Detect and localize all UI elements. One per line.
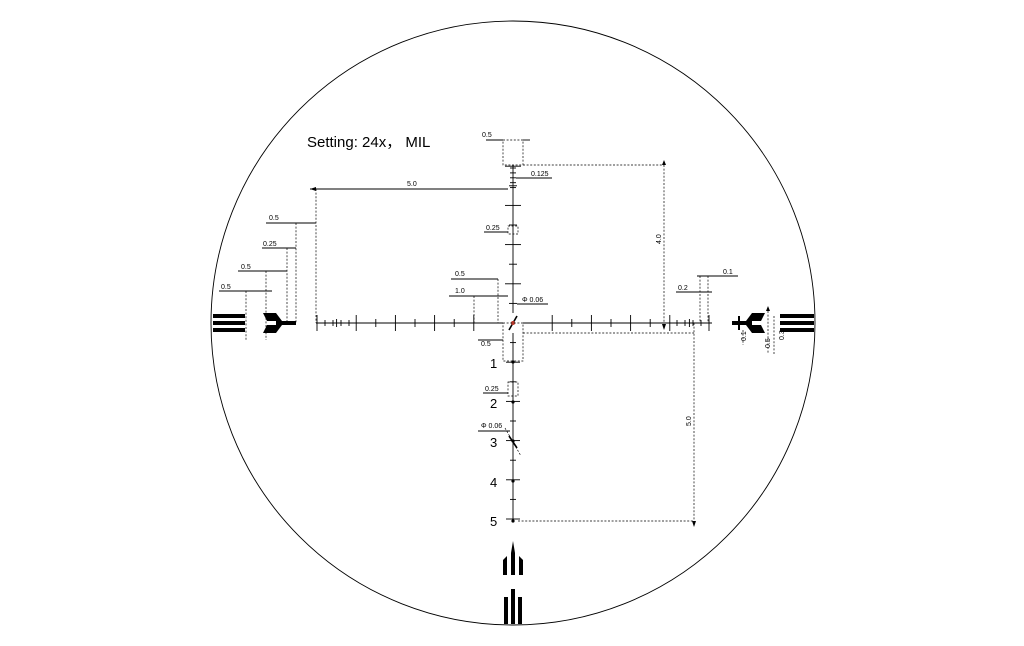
holdover-dot-5 <box>511 519 515 523</box>
holdover-dot-2 <box>511 400 515 404</box>
center-box-label: 0.5 <box>481 341 491 348</box>
holdover-scale: 1 2 3 4 5 <box>490 356 515 529</box>
right-thick-post <box>780 314 814 332</box>
span-4-label: 4.0 <box>656 234 663 244</box>
setting-label: Setting: 24x， MIL <box>307 134 430 151</box>
right-02-label: 0.2 <box>678 285 688 292</box>
span-5-label: 5.0 <box>407 181 417 188</box>
left-05-b-label: 0.5 <box>241 264 251 271</box>
right-chevron-post <box>732 313 765 333</box>
top-box <box>502 139 524 166</box>
holdover-label-1: 1 <box>490 356 497 371</box>
left-chevron-post <box>263 313 296 333</box>
right-01-label: 0.1 <box>723 269 733 276</box>
top-box-label: 0.5 <box>482 132 492 139</box>
field-of-view-circle <box>210 20 816 626</box>
lower-span-label: 5.0 <box>686 416 693 426</box>
holdover-label-4: 4 <box>490 475 497 490</box>
span-4-top-arrow <box>662 160 666 165</box>
holdover-label-5: 5 <box>490 514 497 529</box>
left-025-label: 0.25 <box>263 241 277 248</box>
lower-small-box-label: 0.25 <box>485 386 499 393</box>
lower-dot-diameter-label: Φ 0.06 <box>481 423 502 430</box>
center-dot <box>511 321 515 325</box>
lower-small-box <box>507 381 519 397</box>
holdover-dot-3 <box>511 439 515 443</box>
holdover-label-2: 2 <box>490 396 497 411</box>
mid-05-label: 0.5 <box>455 271 465 278</box>
lower-span-arrow <box>692 521 696 527</box>
upper-small-box-label: 0.25 <box>486 225 500 232</box>
holdover-dot-1 <box>511 360 515 364</box>
bottom-thick-post <box>504 589 522 624</box>
right-post-arrow <box>766 306 770 311</box>
horizontal-ticks <box>316 315 710 331</box>
post-03-label: 0.3 <box>779 330 786 340</box>
dot-diameter-label: Φ 0.06 <box>522 297 543 304</box>
bottom-arrow-post <box>503 541 523 575</box>
span-5-arrow <box>310 187 316 191</box>
post-05-label: 0.5 <box>765 338 772 348</box>
left-05-a-label: 0.5 <box>269 215 279 222</box>
upper-small-box <box>507 225 519 235</box>
holdover-dot-4 <box>511 479 515 483</box>
holdover-label-3: 3 <box>490 435 497 450</box>
dim-0125-label: 0.125 <box>531 171 549 178</box>
span-4-bottom-arrow <box>662 324 666 330</box>
post-01-label: 0.1 <box>741 331 748 341</box>
left-05-c-label: 0.5 <box>221 284 231 291</box>
left-thick-post <box>213 314 245 332</box>
mid-10-label: 1.0 <box>455 288 465 295</box>
